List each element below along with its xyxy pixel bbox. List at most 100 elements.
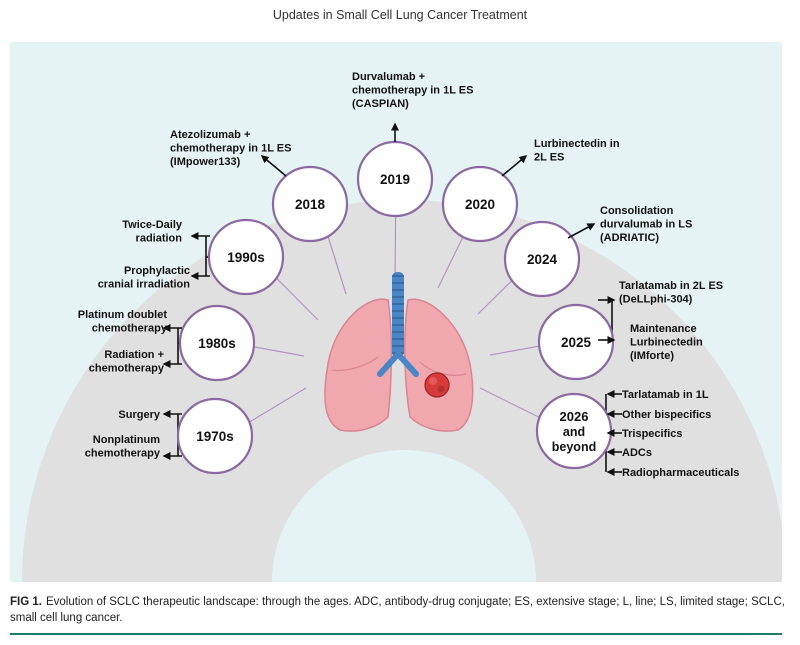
caption-rule [10,633,782,635]
annotation-line: chemotherapy in 1L ES [170,143,291,155]
annotation-platinum: Platinum doublet chemotherapy [78,309,168,335]
annotation-line: chemotherapy [85,448,161,460]
year-label-2026: 2026 [560,409,589,424]
year-circle-2018 [271,165,349,243]
annotation-line: Prophylactic [124,265,190,277]
year-label-2026: and [563,425,585,439]
connector-line-2020 [437,236,464,289]
arc-band [22,200,782,582]
year-circle-1980s [178,304,256,382]
trachea-tube [392,272,404,357]
annotation-line: Durvalumab + [352,71,425,83]
tumor [424,372,450,398]
year-label-1980s: 1980s [198,336,236,351]
connector-line-1970s [248,387,307,423]
milestone-2024: 2024 Consolidation durvalumab in LS(ADRIAT… [503,205,692,298]
annotation-surgery: Surgery [118,409,160,421]
annotation-tarlatamab-2l: Tarlatamab in 2L ES (DeLLphi-304) [619,280,723,306]
annotation-atezolizumab: Atezolizumab + chemotherapy in 1L ES(IMpo… [170,129,291,168]
connector-line-2025 [489,345,540,356]
left-lung-lobe [331,356,379,372]
connector-line-1980s [253,346,305,357]
annotation-line: Maintenance [630,323,697,335]
annotation-line: (CASPIAN) [352,98,409,110]
annotation-durvalumab: Durvalumab +chemotherapy in 1L ES(CASPIA… [352,71,473,110]
year-label-1990s: 1990s [227,250,265,265]
annotation-twice-daily: Twice-Daily radiation [122,219,183,245]
year-circle-1970s [176,397,254,475]
annotation-radiopharma: Radiopharmaceuticals [622,467,739,479]
annotation-line: (IMpower133) [170,156,241,168]
annotation-line: Other bispecifics [622,409,711,421]
annotation-line: Radiation + [104,349,164,361]
milestone-2019: 2019 Durvalumab +chemotherapy in 1L ES(CA… [352,71,473,218]
annotation-line: 2L ES [534,152,564,164]
milestone-2018: 2018 Atezolizumab + chemotherapy in 1L ES(… [170,129,349,243]
annotation-line: Lurbinectedin [630,337,703,349]
annotation-line: radiation [136,233,183,245]
annotation-consolidation: Consolidation durvalumab in LS(ADRIATIC) [600,205,692,244]
annotation-line: Radiopharmaceuticals [622,467,739,479]
caption-label: FIG 1. [10,596,42,608]
annotation-line: cranial irradiation [98,279,191,291]
annotation-line: Surgery [118,409,160,421]
annotation-line: Tarlatamab in 2L ES [619,280,723,292]
year-circle-1990s [207,218,285,296]
year-label-2018: 2018 [295,197,326,212]
year-circle-2024 [503,220,581,298]
page-header: Updates in Small Cell Lung Cancer Treatm… [272,8,528,22]
connector-line-2024 [477,280,513,315]
year-label-2020: 2020 [465,197,495,212]
annotation-line: (ADRIATIC) [600,232,659,244]
annotation-line: Atezolizumab + [170,129,250,141]
annotation-tarlatamab-1l: Tarlatamab in 1L [622,389,709,401]
annotation-line: Lurbinectedin in [534,138,620,150]
arrow-lurbinectedin [501,155,528,177]
annotation-line: chemotherapy [89,363,165,375]
annotation-line: durvalumab in LS [600,219,692,231]
caption-text: Evolution of SCLC therapeutic landscape:… [10,596,785,624]
annotation-line: (DeLLphi-304) [619,294,693,306]
arrow-atezolizumab [260,155,287,177]
annotation-pci: Prophylactic cranial irradiation [98,265,191,291]
tumor-texture [437,385,445,393]
milestone-2020: 2020 Lurbinectedin in 2L ES [441,138,620,243]
year-label-2024: 2024 [527,252,558,267]
annotation-line: Nonplatinum [93,434,160,446]
milestone-2025: 2025 Tarlatamab in 2L ES (DeLLphi-304) Main… [537,280,723,381]
connector-line-1990s [276,277,319,321]
annotation-line: Trispecifics [622,428,683,440]
year-label-1970s: 1970s [196,429,234,444]
year-circle-2020 [441,165,519,243]
year-label-2025: 2025 [561,335,592,350]
left-lung [324,298,393,432]
bronchi [377,351,419,377]
annotation-line: ADCs [622,447,652,459]
annotation-line: chemotherapy [92,323,168,335]
annotation-line: (IMforte) [630,350,674,362]
connectors [248,215,540,423]
annotation-radiation-chemo: Radiation + chemotherapy [89,349,165,375]
annotation-lurbinectedin: Lurbinectedin in 2L ES [534,138,620,164]
connector-line-2018 [327,236,347,295]
arrow-consolidation [567,223,596,239]
figure-caption: FIG 1.Evolution of SCLC therapeutic land… [10,594,786,626]
annotation-adcs: ADCs [622,447,652,459]
annotation-line: Tarlatamab in 1L [622,389,709,401]
right-lung [404,298,474,432]
annotation-line: Platinum doublet [78,309,168,321]
tumor-texture [429,377,437,385]
annotation-trispecifics: Trispecifics [622,428,683,440]
annotation-line: Consolidation [600,205,674,217]
lungs-illustration [324,272,474,432]
annotation-nonplatinum: Nonplatinum chemotherapy [85,434,161,460]
year-label-2019: 2019 [380,172,410,187]
annotation-line: Twice-Daily [122,219,183,231]
